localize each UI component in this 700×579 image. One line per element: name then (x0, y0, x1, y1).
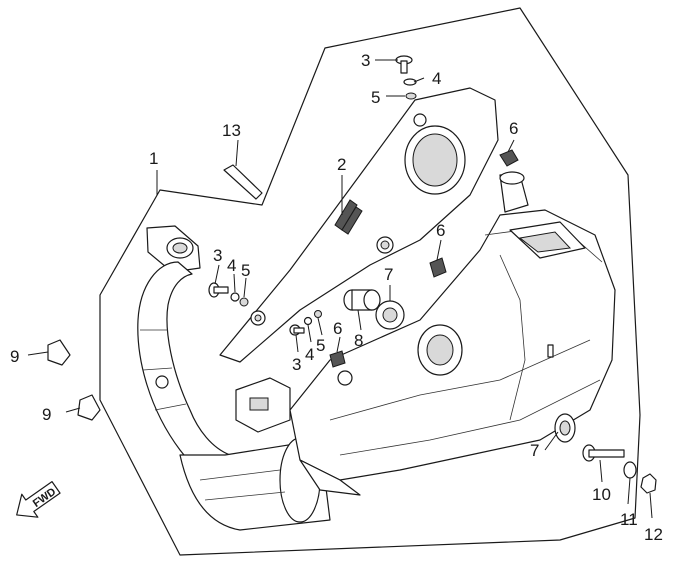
bolt-10 (582, 444, 625, 462)
washer-top-4 (403, 78, 417, 86)
callout-4-mid: 4 (305, 345, 314, 364)
callout-2: 2 (337, 155, 346, 174)
washer-middle-5 (314, 310, 322, 318)
bolt-top (395, 55, 413, 74)
callout-12: 12 (644, 525, 663, 544)
grommet-lower-7 (554, 413, 576, 443)
nut-12 (640, 473, 657, 494)
callout-7-upper: 7 (384, 265, 393, 284)
callout-6-top: 6 (509, 119, 518, 138)
callouts: 1 2 3 3 3 4 4 4 5 5 5 6 6 6 7 7 8 9 9 10… (10, 51, 663, 544)
header-pipe (137, 225, 331, 531)
callout-6-mid: 6 (436, 221, 445, 240)
callout-13: 13 (222, 121, 241, 140)
callout-11: 11 (620, 510, 638, 529)
callout-3-left: 3 (213, 246, 222, 265)
washer-left-5 (239, 297, 249, 307)
washer-left-4 (230, 292, 240, 302)
callout-7-lower: 7 (530, 441, 539, 460)
grommet-upper-7 (375, 300, 405, 330)
callout-1: 1 (149, 149, 158, 168)
callout-3-top: 3 (361, 51, 370, 70)
muffler-body (289, 171, 616, 496)
callout-9-lower: 9 (42, 405, 51, 424)
assembly-outline (99, 7, 641, 556)
callout-4-left: 4 (227, 256, 236, 275)
heat-shield (219, 87, 499, 363)
clip-mid-6 (429, 257, 447, 278)
callout-8: 8 (354, 331, 363, 350)
clip-top-6 (499, 149, 519, 167)
callout-10: 10 (592, 485, 611, 504)
callout-9-upper: 9 (10, 347, 19, 366)
washer-11 (623, 461, 637, 479)
leader-lines (27, 59, 653, 519)
bolt-middle (289, 324, 305, 336)
washer-top-5 (405, 92, 417, 100)
callout-4-top: 4 (432, 69, 441, 88)
callout-3-mid: 3 (292, 355, 301, 374)
spacer-8 (343, 289, 381, 311)
gasket-13 (223, 164, 263, 200)
clip-low-6 (329, 350, 346, 368)
bolt-left (208, 282, 229, 298)
forward-arrow-icon: FWD (16, 481, 61, 518)
callout-6-low: 6 (333, 319, 342, 338)
washer-middle-4 (303, 316, 313, 326)
callout-5-left: 5 (241, 261, 250, 280)
cap-upper-9 (47, 339, 71, 366)
callout-5-mid: 5 (316, 336, 325, 355)
callout-5-top: 5 (371, 88, 380, 107)
cap-lower-9 (77, 394, 101, 421)
